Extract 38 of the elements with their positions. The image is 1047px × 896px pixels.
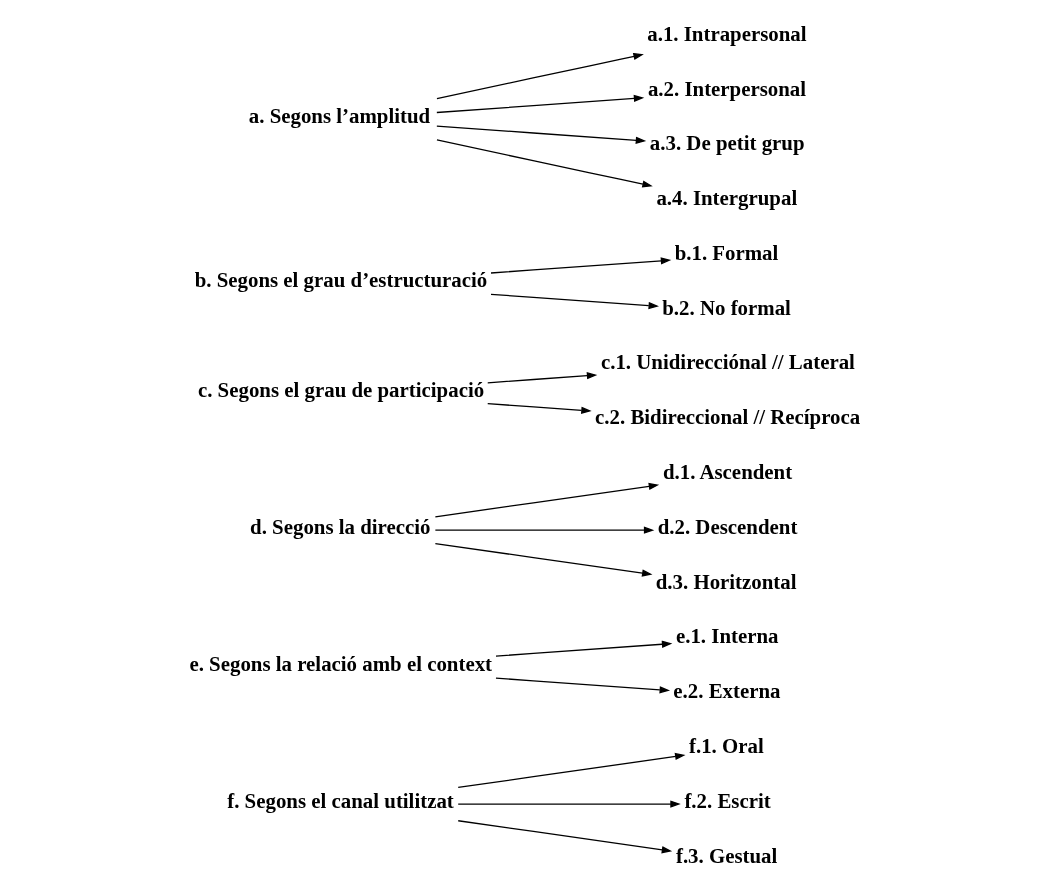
node-text: a.1. Intrapersonal	[646, 21, 807, 46]
arrow	[435, 52, 644, 100]
arrow	[435, 139, 653, 188]
arrow	[494, 640, 672, 657]
node-text: a.4. Intergrupal	[655, 186, 797, 211]
node-text: f.3. Gestual	[675, 843, 777, 868]
arrow	[435, 94, 644, 114]
node-text: f. Segons el canal utilitzat	[226, 788, 454, 813]
arrow	[434, 482, 659, 518]
node-text: d. Segons la direcció	[249, 514, 430, 539]
arrow	[489, 293, 659, 310]
node-text: b. Segons el grau d’estructuració	[194, 268, 487, 293]
node-text: a.2. Interpersonal	[647, 76, 806, 101]
arrow	[494, 677, 670, 694]
node-text: a. Segons l’amplitud	[248, 103, 430, 128]
node-text: b.1. Formal	[674, 240, 778, 265]
node-text: e.1. Interna	[675, 624, 778, 649]
arrow	[486, 403, 592, 414]
node-text: f.2. Escrit	[683, 788, 771, 813]
arrow	[489, 257, 671, 274]
node-text: d.3. Horitzontal	[655, 569, 797, 594]
arrow	[434, 542, 652, 577]
arrow	[434, 526, 654, 534]
arrow	[435, 125, 646, 144]
node-text: d.1. Ascendent	[662, 460, 792, 485]
arrow	[457, 800, 681, 808]
node-text: a.3. De petit grup	[649, 131, 805, 156]
node-text: b.2. No formal	[661, 295, 791, 320]
node-text: c.1. Unidirecciónal // Lateral	[600, 350, 855, 375]
node-text: f.1. Oral	[688, 733, 764, 758]
node-text: e.2. Externa	[672, 679, 781, 704]
node-text: d.2. Descendent	[657, 514, 797, 539]
arrow	[457, 752, 685, 789]
node-text: e. Segons la relació amb el context	[188, 651, 492, 676]
arrow	[486, 372, 597, 384]
arrow	[457, 820, 672, 854]
node-text: c. Segons el grau de participació	[197, 377, 484, 402]
node-text: c.2. Bidireccional // Recíproca	[594, 405, 860, 430]
